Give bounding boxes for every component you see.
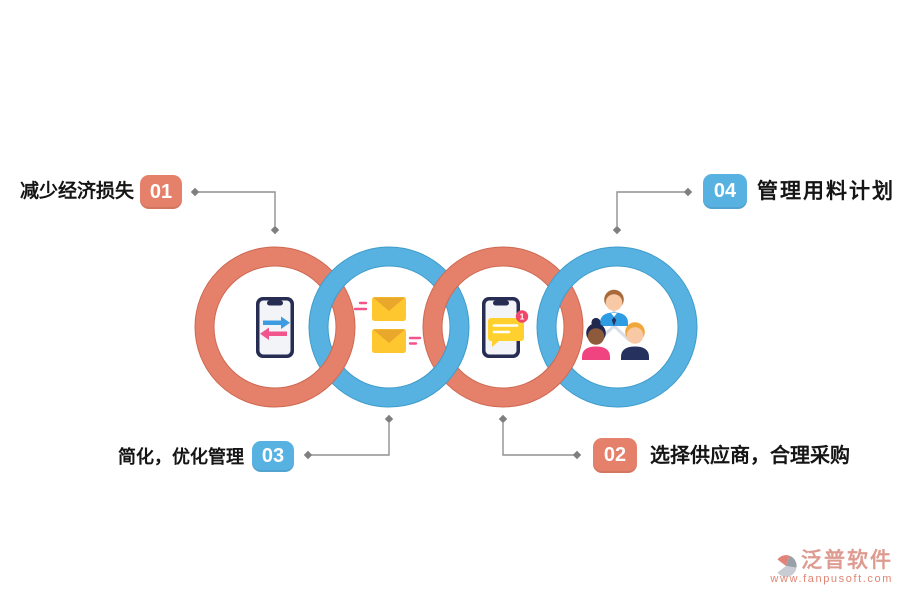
chat-notification-count: 1 [520, 312, 525, 322]
step-label-03: 简化，优化管理 [118, 447, 244, 467]
fanpu-logo-icon [777, 555, 797, 577]
team-hierarchy-icon [582, 289, 649, 360]
mail-envelopes-icon [353, 297, 422, 353]
step-label-02: 选择供应商，合理采购 [650, 445, 850, 467]
connector-lines [195, 191, 688, 456]
step-label-04: 管理用料计划 [757, 180, 895, 203]
step-badge-02: 02 [593, 438, 637, 473]
person-right [621, 322, 649, 360]
person-top [600, 289, 628, 326]
ring-1 [194, 246, 356, 408]
arrow-left [260, 327, 287, 340]
step-badge-04: 04 [703, 174, 747, 209]
arrow-right [263, 316, 290, 329]
connector-step-04 [616, 191, 688, 226]
ring-2 [308, 246, 470, 408]
connector-step-03 [308, 423, 390, 456]
step-badge-03: 03 [252, 441, 294, 472]
watermark: 泛普软件 www.fanpusoft.com [770, 550, 893, 585]
watermark-name: 泛普软件 [801, 549, 893, 572]
connector-step-01 [195, 191, 276, 226]
ring-3 [422, 246, 584, 408]
chat-notification-badge [515, 310, 529, 323]
step-badge-01: 01 [140, 175, 182, 209]
ring-4 [536, 246, 698, 408]
phone-chat-icon: 1 [482, 297, 529, 358]
step-label-01: 减少经济损失 [20, 181, 135, 202]
connector-step-02 [502, 423, 577, 456]
ring-chain [194, 246, 698, 408]
phone-transfer-icon [256, 297, 294, 358]
connector-diamond-endpoints [190, 187, 693, 460]
person-left [582, 317, 610, 360]
watermark-url: www.fanpusoft.com [770, 573, 893, 585]
